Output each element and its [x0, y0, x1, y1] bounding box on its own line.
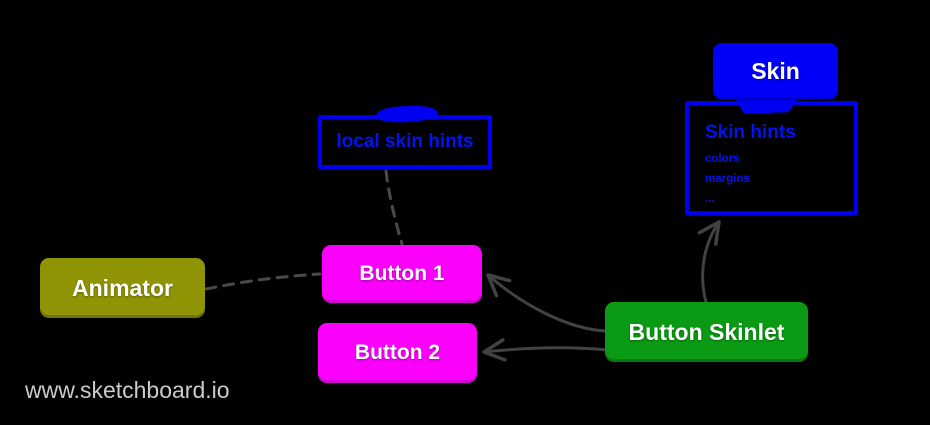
edge-animator-to-button1	[204, 272, 322, 291]
node-skin[interactable]: Skin	[713, 43, 838, 100]
node-button2-label: Button 2	[354, 341, 441, 364]
node-skin-hints[interactable]: Skin hints colors margins ...	[685, 101, 858, 215]
node-button2[interactable]: Button 2	[318, 323, 477, 383]
node-animator[interactable]: Animator	[40, 258, 205, 318]
node-button1[interactable]: Button 1	[322, 245, 482, 303]
sketchboard-watermark: www.sketchboard.io	[25, 377, 230, 403]
node-button1-label: Button 1	[359, 262, 445, 285]
node-skin-label: Skin	[751, 58, 800, 84]
edge-button-skinlet-to-button2	[482, 338, 609, 362]
skin-hints-item-margins: margins	[705, 173, 750, 185]
node-animator-label: Animator	[72, 274, 173, 301]
edge-local-skin-hints-to-button1	[384, 169, 404, 246]
node-local-skin-hints[interactable]: local skin hints	[318, 115, 492, 169]
skin-hints-title: Skin hints	[705, 122, 796, 143]
skin-hints-item-ellipsis: ...	[705, 193, 715, 205]
edge-button-skinlet-to-button1	[486, 273, 608, 333]
edge-button-skinlet-to-skin-hints	[697, 220, 721, 304]
node-local-skin-hints-label: local skin hints	[336, 131, 474, 152]
node-button-skinlet[interactable]: Button Skinlet	[605, 302, 808, 362]
skin-hints-item-colors: colors	[705, 153, 740, 165]
node-button-skinlet-label: Button Skinlet	[628, 318, 785, 345]
